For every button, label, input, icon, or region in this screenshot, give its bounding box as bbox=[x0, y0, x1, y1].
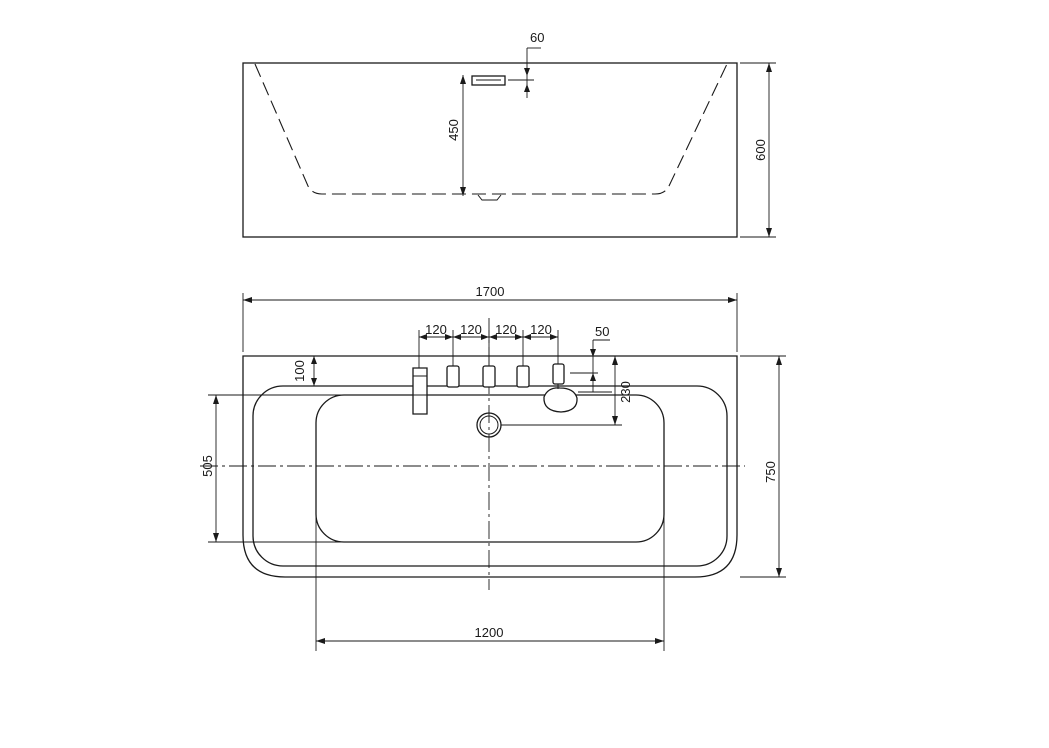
rim-depth-label: 100 bbox=[292, 360, 307, 382]
length-label: 1700 bbox=[476, 284, 505, 299]
fixture-spacing-dimensions: 120 120 120 120 bbox=[418, 322, 559, 368]
drain-offset-label: 230 bbox=[618, 381, 633, 403]
length-dimension: 1700 bbox=[242, 284, 738, 352]
drain-offset-dimension: 230 bbox=[501, 356, 633, 426]
top-view: 1700 120 120 120 120 bbox=[200, 284, 786, 651]
inner-width-dimension: 505 bbox=[200, 394, 470, 543]
spacing-label-2: 120 bbox=[460, 322, 482, 337]
handle-2 bbox=[482, 365, 496, 388]
width-dimension: 750 bbox=[740, 355, 786, 578]
handle-1 bbox=[446, 365, 460, 388]
side-view-outline bbox=[242, 62, 738, 238]
spacing-label-1: 120 bbox=[425, 322, 447, 337]
depth-label: 450 bbox=[446, 119, 461, 141]
inner-length-label: 1200 bbox=[475, 625, 504, 640]
height-label: 600 bbox=[753, 139, 768, 161]
overflow-dimension: 60 bbox=[508, 30, 544, 98]
top-view-outline bbox=[242, 355, 738, 578]
hand-shower bbox=[543, 363, 578, 413]
rim-depth-dimension: 100 bbox=[292, 356, 412, 387]
faucet-fixtures bbox=[412, 363, 578, 438]
overflow-fixture bbox=[471, 75, 506, 86]
height-dimension: 600 bbox=[740, 62, 776, 238]
width-label: 750 bbox=[763, 461, 778, 483]
spout-offset-label: 50 bbox=[595, 324, 609, 339]
overflow-size-label: 60 bbox=[530, 30, 544, 45]
spout-offset-dimension: 50 bbox=[570, 324, 610, 392]
inner-length-dimension: 1200 bbox=[315, 510, 665, 651]
spout-fixture bbox=[412, 367, 428, 415]
handle-3 bbox=[516, 365, 530, 388]
depth-dimension: 450 bbox=[446, 75, 466, 196]
basin-outline bbox=[315, 394, 665, 543]
side-view-drain bbox=[477, 194, 502, 201]
spacing-label-3: 120 bbox=[495, 322, 517, 337]
inner-width-label: 505 bbox=[200, 455, 215, 477]
spacing-label-4: 120 bbox=[530, 322, 552, 337]
side-view: 60 450 600 bbox=[242, 30, 776, 238]
